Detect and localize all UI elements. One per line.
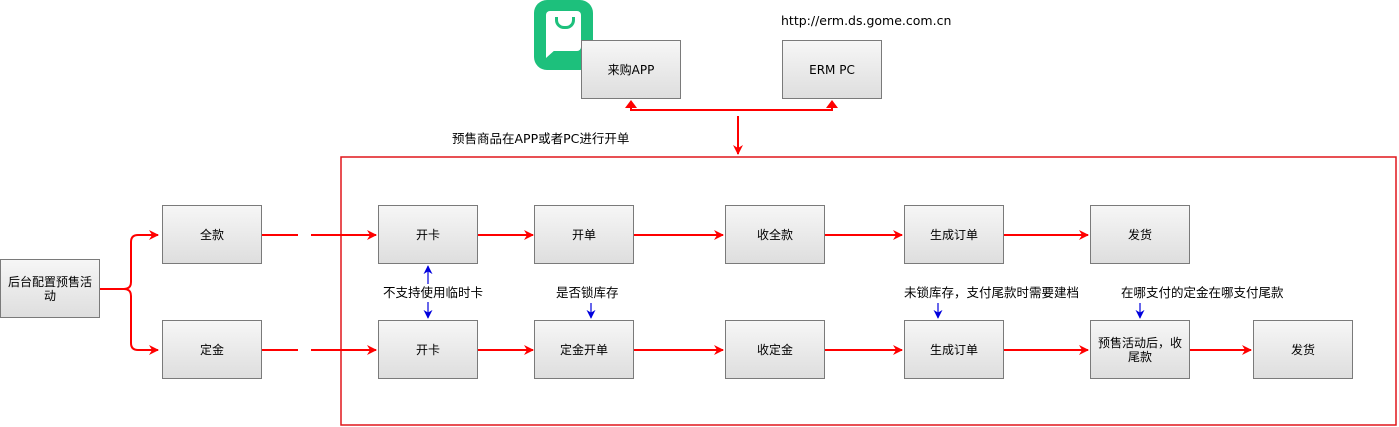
- presale-frame: [340, 156, 1397, 426]
- lock-stock-note: 是否锁库存: [556, 285, 619, 300]
- full-open-order-box: 开单: [534, 205, 634, 264]
- erm-pc-box: ERM PC: [782, 40, 882, 99]
- bag-handle-shape: [555, 17, 575, 29]
- collect-full-box: 收全款: [725, 205, 825, 264]
- unlocked-stock-note: 未锁库存，支付尾款时需要建档: [904, 285, 1080, 300]
- erm-url-label: http://erm.ds.gome.com.cn: [781, 13, 952, 28]
- deposit-open-order-box: 定金开单: [534, 320, 634, 379]
- pc-arrowhead: [826, 100, 838, 108]
- deposit-ship-box: 发货: [1253, 320, 1353, 379]
- config-presale-box: 后台配置预售活动: [0, 259, 100, 318]
- shopping-bag-app-icon: [534, 0, 593, 70]
- presale-caption: 预售商品在APP或者PC进行开单: [452, 131, 630, 146]
- collect-deposit-box: 收定金: [725, 320, 825, 379]
- full-open-card-box: 开卡: [378, 205, 478, 264]
- app-pc-merge-connector: [630, 102, 833, 111]
- config-brace: [100, 230, 159, 290]
- full-ship-box: 发货: [1090, 205, 1190, 264]
- deposit-open-card-box: 开卡: [378, 320, 478, 379]
- pay-location-note: 在哪支付的定金在哪支付尾款: [1121, 285, 1284, 300]
- temp-card-note: 不支持使用临时卡: [383, 285, 484, 300]
- collect-balance-box: 预售活动后，收尾款: [1090, 320, 1190, 379]
- deposit-create-order-box: 生成订单: [904, 320, 1004, 379]
- deposit-box: 定金: [162, 320, 262, 379]
- laigou-app-box: 来购APP: [581, 40, 681, 99]
- full-create-order-box: 生成订单: [904, 205, 1004, 264]
- app-arrowhead: [625, 100, 637, 108]
- full-payment-box: 全款: [162, 205, 262, 264]
